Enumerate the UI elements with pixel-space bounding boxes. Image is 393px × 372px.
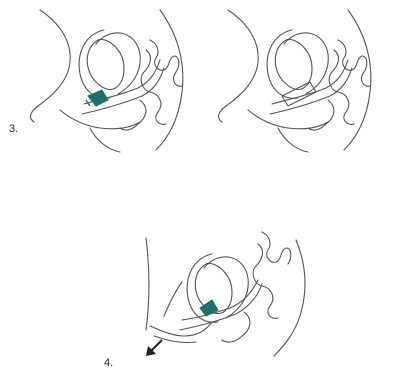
arrow-down-left-icon	[146, 340, 162, 356]
figure-3-cup-inserted	[31, 10, 183, 152]
step-number-3: 3.	[9, 123, 18, 135]
figure-3-cup-unfolded	[219, 10, 371, 152]
figure-4-cup-removal	[146, 232, 305, 356]
step-number-4: 4.	[104, 357, 113, 369]
menstrual-cup-icon	[88, 90, 108, 106]
